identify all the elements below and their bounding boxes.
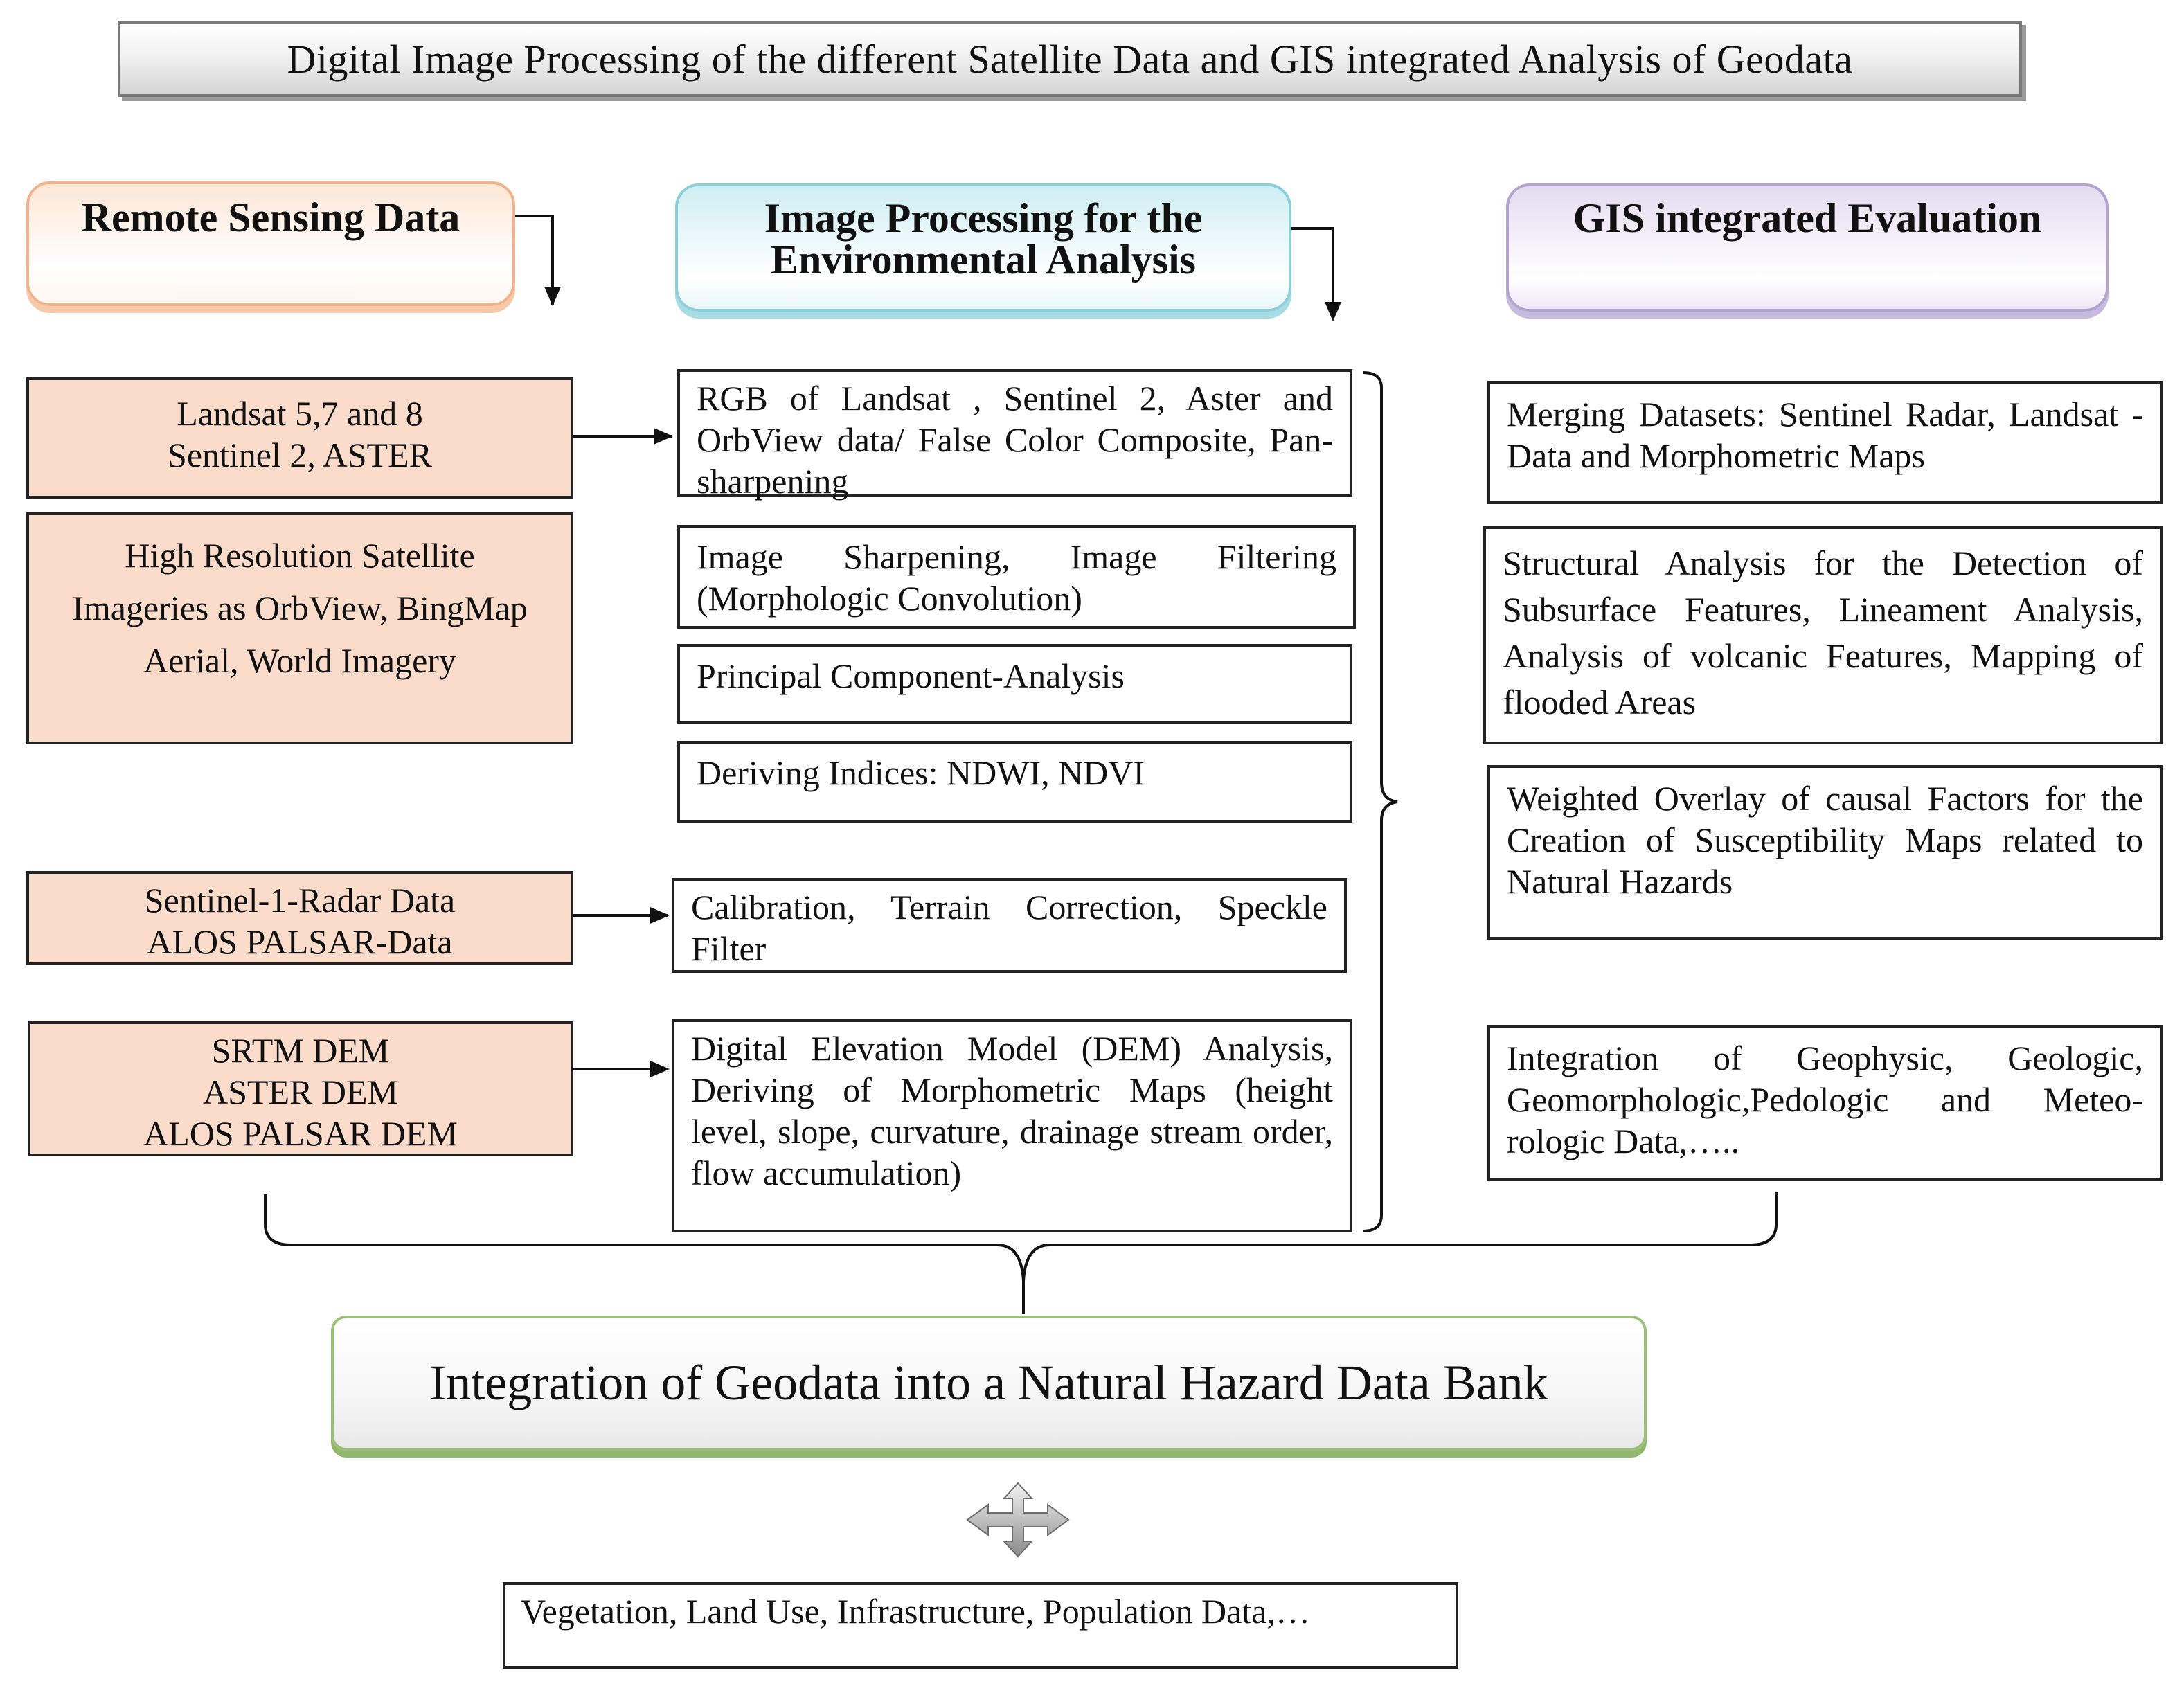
box-landsat-sentinel: Landsat 5,7 and 8 Sentinel 2, ASTER [26,377,573,499]
box-structural-analysis: Structural Analysis for the Detection of… [1483,526,2163,744]
box-dem-data: SRTM DEM ASTER DEM ALOS PALSAR DEM [28,1021,573,1156]
header-image-processing: Image Processing for the Environmental A… [675,183,1291,312]
processing-bracket [1362,371,1398,1232]
text-line: ALOS PALSAR DEM [143,1114,458,1153]
header-gis-evaluation: GIS integrated Evaluation [1506,183,2109,312]
four-way-arrow-icon [966,1482,1070,1558]
box-radar-data: Sentinel-1-Radar Data ALOS PALSAR-Data [26,871,573,965]
box-weighted-overlay: Weighted Overlay of causal Factors for t… [1487,765,2163,940]
text-line: Imageries as OrbView, BingMap [72,589,528,627]
text-line: Sentinel-1-Radar Data [144,881,456,920]
bottom-brace [264,1192,1778,1314]
box-additional-data: Vegetation, Land Use, Infrastructure, Po… [503,1582,1458,1669]
box-image-sharpening: Image Sharpening, Image Filtering (Morph… [677,525,1356,629]
box-calibration: Calibration, Terrain Correction, Speckle… [672,878,1347,973]
text-line: High Resolution Satellite [125,536,475,575]
image-header-arrow [1291,227,1341,321]
diagram-title: Digital Image Processing of the differen… [118,21,2022,97]
text-line: Aerial, World Imagery [143,641,456,680]
header-remote-sensing: Remote Sensing Data [26,181,515,306]
text-line: ALOS PALSAR-Data [147,922,453,961]
text-line: Sentinel 2, ASTER [168,436,432,474]
box-deriving-indices: Deriving Indices: NDWI, NDVI [677,741,1352,823]
box-integration-geophysic: Integration of Geophysic, Geologic, Geom… [1487,1025,2163,1181]
box-high-resolution: High Resolution Satellite Imageries as O… [26,512,573,744]
box-principal-component: Principal Component-Analysis [677,644,1352,724]
text-line: Landsat 5,7 and 8 [177,394,423,433]
box-dem-analysis: Digital Elevation Model (DEM) Analysis, … [672,1019,1352,1232]
box-rgb-composite: RGB of Landsat , Sentinel 2, Aster and O… [677,369,1352,501]
text-line: SRTM DEM [211,1031,390,1070]
box-merging-datasets: Merging Datasets: Sentinel Radar, Landsa… [1487,381,2163,504]
text-line: ASTER DEM [203,1073,398,1111]
integration-data-bank: Integration of Geodata into a Natural Ha… [331,1316,1647,1451]
remote-header-arrow [515,215,561,306]
